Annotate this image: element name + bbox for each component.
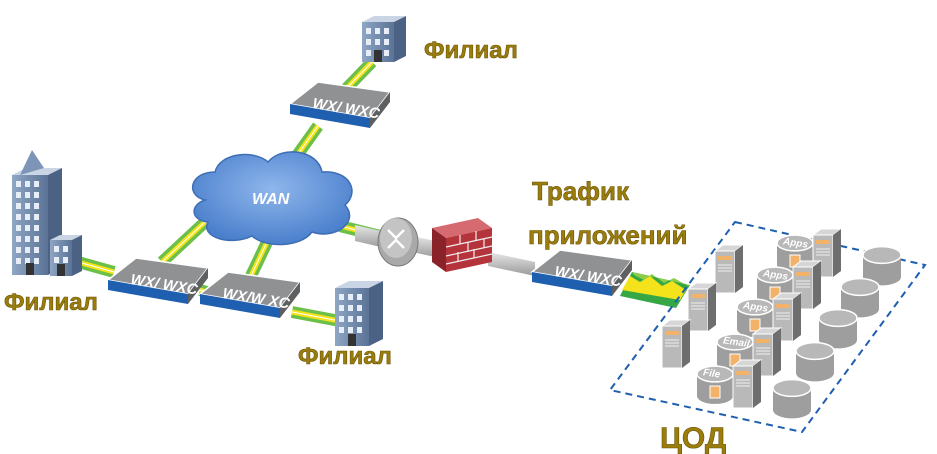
branch-label-left: Филиал [4,289,98,316]
wan-optimizer-top: WX/ WXC [288,81,392,128]
storage-cylinder [772,378,812,419]
app-server-file: File [696,365,734,404]
app-server-label: Apps [741,300,769,315]
server-tower [751,327,783,377]
app-server-label: File [702,367,721,380]
traffic-label-line2: приложений [528,220,688,250]
network-link [76,256,116,278]
router-icon [377,217,419,267]
app-server-label: Apps [761,268,789,283]
network-link [244,237,274,281]
wan-optimizer-middle: WX/W XC [198,271,302,318]
wan-optimizer-datacenter: WX/ WXC [530,249,634,296]
app-server-apps: Apps [736,298,774,337]
branch-label-top: Филиал [424,37,518,64]
server-tower [660,319,692,369]
firewall-icon [432,218,493,272]
wan-label: WAN [252,191,290,208]
storage-cylinder [818,308,858,349]
datacenter-boundary [608,220,927,434]
branch-label-bottom: Филиал [298,343,392,370]
building-left-annex [50,235,82,276]
app-server-email: Email [716,333,754,372]
app-server-label: Apps [781,236,809,251]
storage-cylinder [862,245,902,286]
traffic-label-line1: Трафик [532,176,630,206]
building-top [362,16,406,62]
server-tower [713,244,745,294]
app-server-label: Email [722,335,750,350]
wan-cloud: WAN [191,151,353,246]
storage-cylinder [795,341,835,382]
network-link [157,217,210,267]
traffic-graph [620,272,690,308]
server-tower [731,359,763,409]
datacenter-label: ЦОД [660,422,726,454]
wan-optimizer-left: WX/ WXC [106,257,210,304]
server-tower [791,260,823,310]
server-tower [686,282,718,332]
building-bottom [335,281,383,346]
